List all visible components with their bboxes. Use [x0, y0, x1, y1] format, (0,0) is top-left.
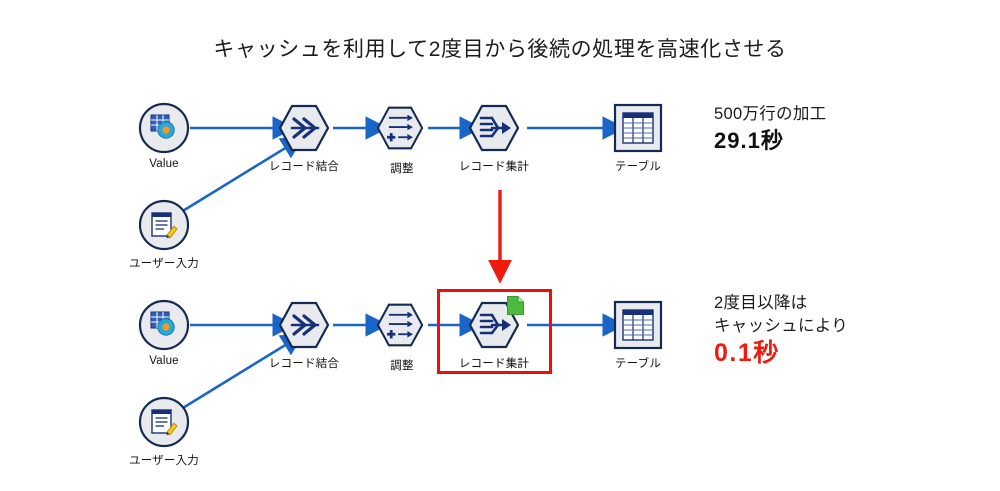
node-label: レコード集計 [458, 358, 530, 370]
slide-title: キャッシュを利用して2度目から後続の処理を高速化させる [213, 38, 787, 61]
annotation-line: 2度目以降は [714, 294, 808, 312]
node-value-row1[interactable]: Value [138, 102, 190, 170]
node-label: レコード結合 [268, 161, 340, 173]
hexagon-node-shape [278, 104, 330, 152]
circle-node-shape [138, 396, 190, 448]
table-grid-icon [622, 112, 654, 144]
annotation-first-run: 500万行の加工 29.1秒 [714, 103, 826, 156]
annotation-time: 29.1秒 [714, 128, 784, 153]
node-summarize-row2[interactable]: レコード集計 [459, 296, 529, 370]
circle-node-shape [138, 102, 190, 154]
node-label: テーブル [614, 161, 662, 173]
converge-arrow-icon [479, 116, 511, 138]
node-user-input-row2[interactable]: ユーザー入力 [129, 396, 199, 467]
arrows-plus-icon [387, 311, 413, 339]
node-formula-row1[interactable]: 調整 [376, 104, 424, 175]
hexagon-node-shape [278, 301, 330, 349]
hexagon-node-shape [468, 104, 520, 152]
node-label: ユーザー入力 [129, 258, 199, 270]
node-label: Value [149, 158, 179, 170]
annotation-line: 500万行の加工 [714, 105, 827, 123]
double-chevron-icon [290, 314, 320, 336]
square-node-shape [613, 300, 663, 350]
grid-gear-icon [150, 114, 175, 139]
node-formula-row2[interactable]: 調整 [376, 301, 424, 372]
square-node-shape [613, 103, 663, 153]
node-label: ユーザー入力 [129, 455, 199, 467]
node-label: レコード結合 [268, 358, 340, 370]
document-pencil-icon [151, 409, 178, 436]
circle-node-shape [138, 199, 190, 251]
hexagon-node-shape [376, 303, 424, 347]
cache-highlight-box [437, 289, 552, 374]
node-label: 調整 [390, 163, 414, 175]
hexagon-node-shape [376, 106, 424, 150]
node-value-row2[interactable]: Value [138, 299, 190, 367]
node-label: レコード集計 [458, 161, 530, 173]
node-user-input-row1[interactable]: ユーザー入力 [129, 199, 199, 270]
annotation-line: キャッシュにより [714, 317, 849, 335]
node-join-row1[interactable]: レコード結合 [269, 102, 339, 173]
document-pencil-icon [151, 212, 178, 239]
grid-gear-icon [150, 311, 175, 336]
double-chevron-icon [290, 117, 320, 139]
annotation-time: 0.1秒 [714, 339, 780, 367]
node-join-row2[interactable]: レコード結合 [269, 299, 339, 370]
node-label: Value [149, 355, 179, 367]
node-table-row1[interactable]: テーブル [612, 102, 664, 173]
node-table-row2[interactable]: テーブル [612, 299, 664, 370]
cache-badge-icon [507, 296, 524, 315]
annotation-cached-run: 2度目以降は キャッシュにより 0.1秒 [714, 292, 848, 368]
node-label: テーブル [614, 358, 662, 370]
node-summarize-row1[interactable]: レコード集計 [459, 102, 529, 173]
hexagon-node-shape [468, 301, 520, 349]
node-label: 調整 [390, 360, 414, 372]
arrows-plus-icon [387, 114, 413, 142]
table-grid-icon [622, 309, 654, 341]
converge-arrow-icon [479, 313, 511, 335]
circle-node-shape [138, 299, 190, 351]
